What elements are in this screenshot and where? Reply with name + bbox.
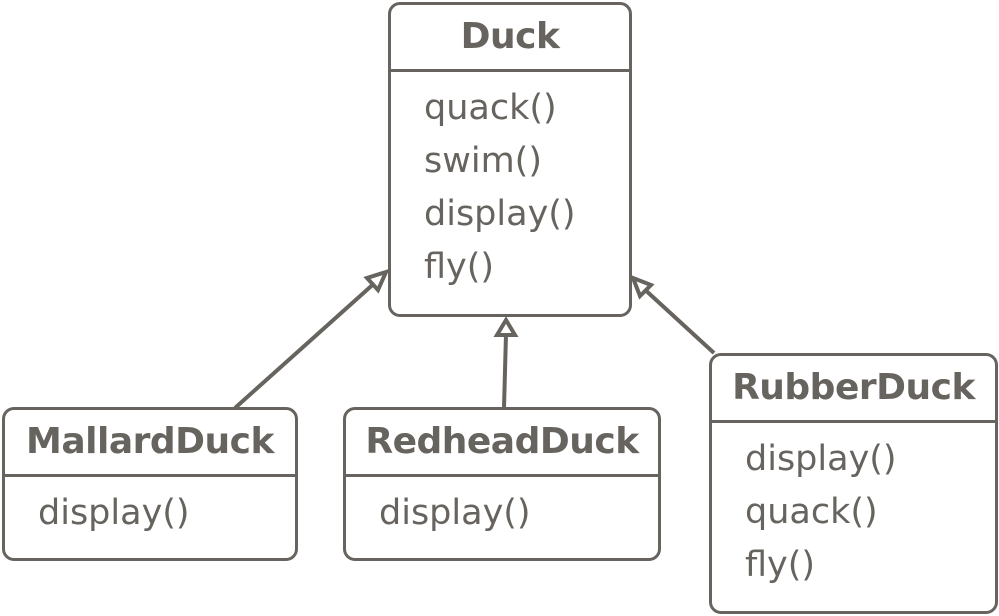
class-redhead-duck-name: RedheadDuck [346, 410, 658, 477]
method: quack() [424, 88, 557, 128]
method: fly() [745, 545, 816, 585]
method: display() [424, 194, 576, 234]
method: display() [745, 439, 897, 479]
method: swim() [424, 141, 542, 181]
method: display() [379, 493, 531, 533]
method: display() [38, 493, 190, 533]
redhead-arrowhead-icon [493, 316, 519, 337]
class-mallard-duck-name: MallardDuck [5, 410, 295, 477]
class-rubber-duck-name: RubberDuck [712, 356, 995, 423]
class-redhead-duck: RedheadDuck display() [343, 407, 661, 561]
mallard-arrowhead-icon [363, 268, 390, 294]
class-duck: Duck quack() swim() display() fly() [388, 2, 632, 317]
redhead-to-duck-line [502, 333, 508, 409]
method: quack() [745, 492, 878, 532]
class-duck-name: Duck [391, 5, 629, 72]
rubber-arrowhead-icon [629, 274, 655, 300]
mallard-to-duck-line [233, 278, 380, 410]
method: fly() [424, 247, 495, 287]
rubber-to-duck-line [640, 285, 716, 355]
class-mallard-duck: MallardDuck display() [2, 407, 298, 561]
class-rubber-duck: RubberDuck display() quack() fly() [709, 353, 998, 614]
